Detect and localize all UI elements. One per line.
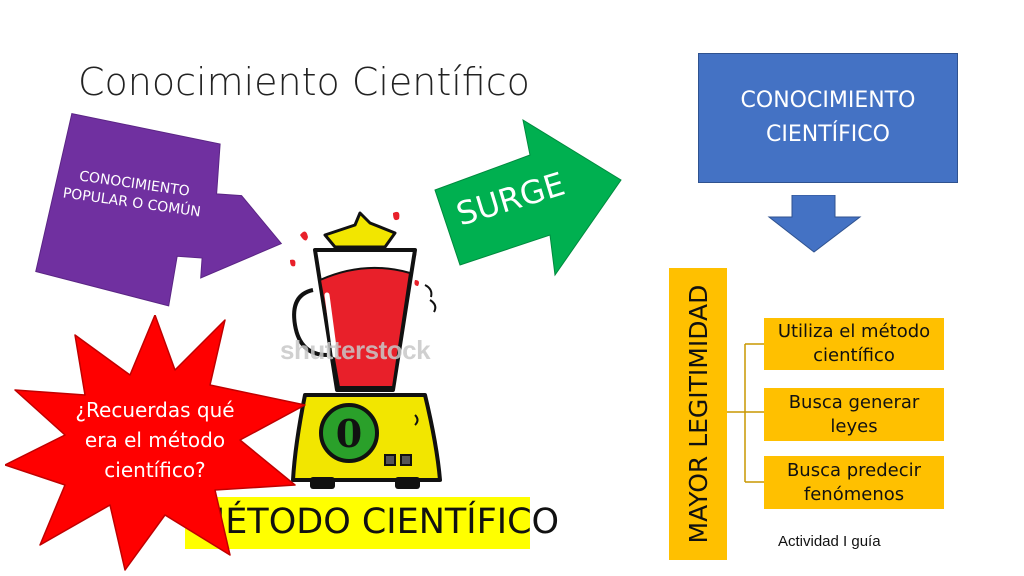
- scientific-knowledge-box: CONOCIMIENTO CIENTÍFICO: [698, 53, 958, 183]
- feature-bracket: [727, 343, 765, 483]
- explosion-star-icon: [5, 315, 306, 571]
- feature-label: Busca generar leyes: [788, 391, 920, 437]
- surge-arrow: [434, 118, 622, 277]
- blender-dial-label: 0: [336, 411, 362, 456]
- slide-title: Conocimiento Científico: [78, 60, 530, 104]
- down-arrow-icon: [767, 195, 862, 253]
- scientific-knowledge-label: CONOCIMIENTO CIENTÍFICO: [740, 88, 916, 147]
- popular-knowledge-arrow: [35, 113, 283, 307]
- method-label-box: [185, 497, 530, 549]
- feature-box-method: Utiliza el método científico: [764, 318, 944, 370]
- stock-watermark: shutterstock: [280, 335, 431, 365]
- method-label: MÉTODO CIENTÍFICO: [195, 502, 560, 542]
- footer-note: Actividad I guía: [778, 533, 881, 550]
- feature-label: Utiliza el método científico: [777, 321, 931, 366]
- feature-label: Busca predecir fenómenos: [786, 459, 922, 505]
- feature-box-predict: Busca predecir fenómenos: [764, 456, 944, 509]
- legitimacy-label: MAYOR LEGITIMIDAD: [683, 284, 713, 544]
- feature-box-laws: Busca generar leyes: [764, 388, 944, 441]
- blender-illustration-icon: 0: [290, 211, 442, 489]
- legitimacy-bar: [669, 268, 727, 560]
- question-text: ¿Recuerdas qué era el método científico?: [75, 398, 235, 482]
